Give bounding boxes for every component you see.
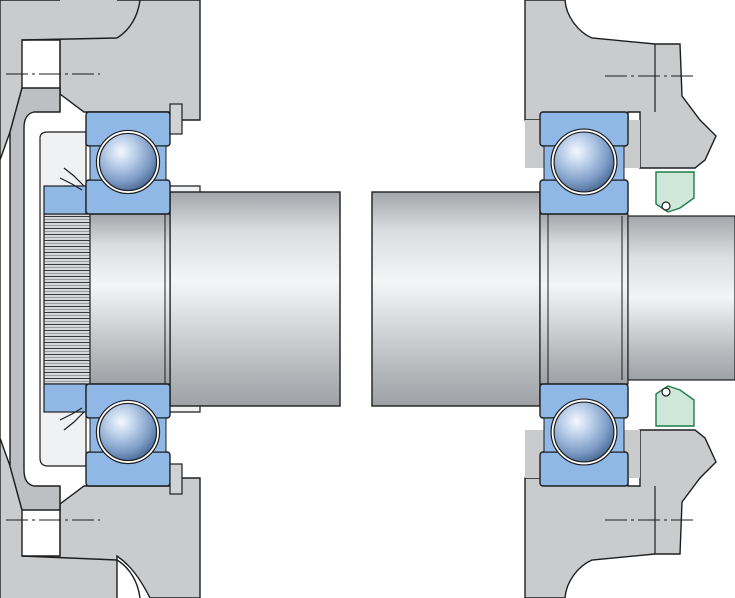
housing-left-top-outline xyxy=(21,0,141,41)
ball xyxy=(98,132,158,192)
ball xyxy=(553,131,615,193)
deep-groove-ball-bearing-left-top xyxy=(85,111,171,215)
shaft-right-journal xyxy=(539,213,629,385)
bearings xyxy=(85,111,629,487)
ball xyxy=(98,402,158,462)
shaft-left xyxy=(169,191,341,407)
shaft-right-end xyxy=(627,215,735,381)
housing-left-top-flange xyxy=(60,0,140,40)
lock-washer-tab-top xyxy=(59,167,85,191)
left-spacer-bottom xyxy=(169,463,183,495)
lock-washer xyxy=(59,167,85,431)
deep-groove-ball-bearing-right-bottom xyxy=(539,383,629,487)
lock-nut-thread xyxy=(43,213,91,385)
radial-shaft-seal xyxy=(655,171,695,427)
deep-groove-ball-bearing-left-bottom xyxy=(85,383,171,487)
lock-nut-body-top xyxy=(43,185,87,215)
shaft xyxy=(85,191,735,407)
deep-groove-ball-bearing-right-top xyxy=(539,111,629,215)
seal-spring-bottom xyxy=(661,387,671,397)
lock-washer-tab-bottom xyxy=(59,407,85,431)
seal-spring-top xyxy=(661,201,671,211)
housing-left-bottom-outline xyxy=(21,555,141,598)
lock-nut-body-bottom xyxy=(43,383,87,413)
ball xyxy=(553,401,615,463)
shaft-left-journal xyxy=(85,213,171,385)
lock-nut xyxy=(43,185,91,413)
left-spacer-top xyxy=(169,103,183,135)
shaft-right xyxy=(371,191,541,407)
